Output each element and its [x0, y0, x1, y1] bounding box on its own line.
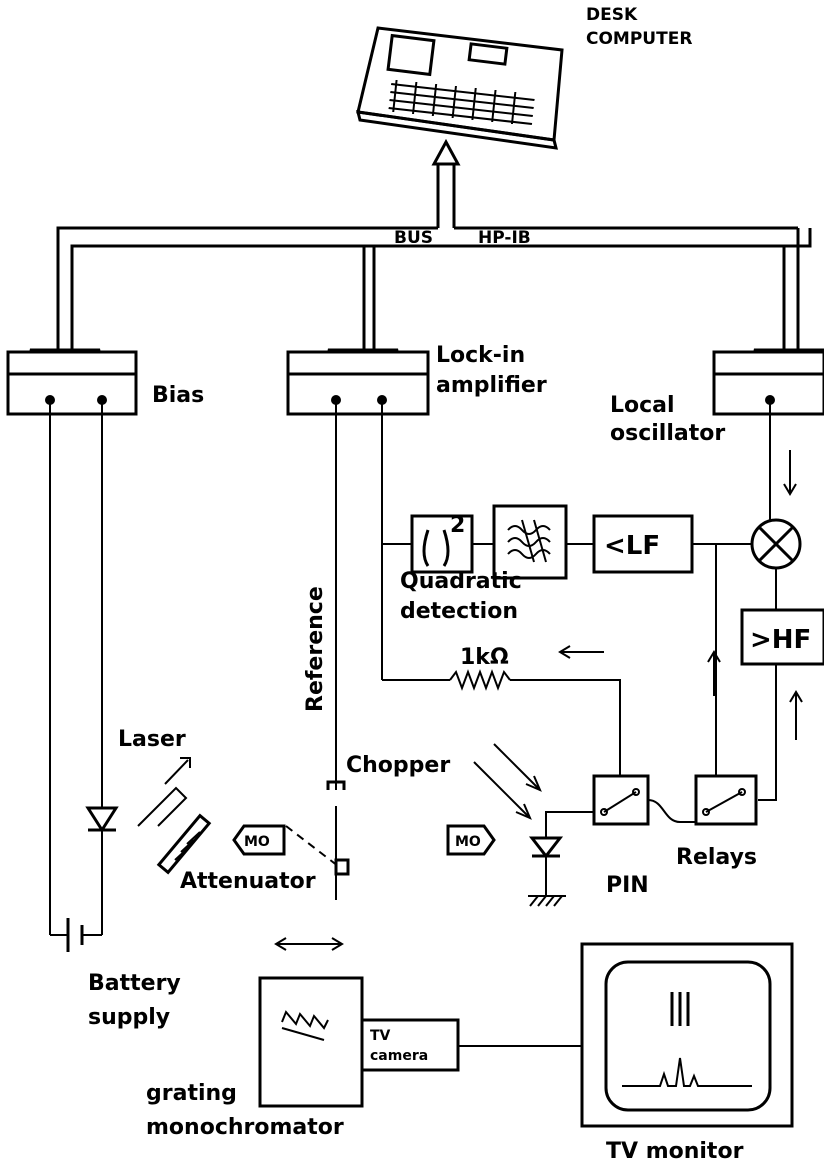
desk-computer-icon [356, 26, 564, 150]
quadratic-label-line1: Quadratic [400, 569, 522, 594]
quadratic-detector-box [410, 514, 474, 574]
pin-label: PIN [606, 873, 649, 898]
pin-wires [545, 811, 594, 896]
grating-label-line2: monochromator [146, 1115, 344, 1140]
computer-label-line2: COMPUTER [586, 29, 692, 49]
lo-arrow [783, 450, 797, 496]
reference-label: Reference [303, 586, 328, 712]
lockin-signal-wire [381, 400, 450, 681]
local-label-line1: Local [610, 393, 675, 418]
lock-in-amplifier-unit [286, 350, 430, 416]
signal-arrow [558, 645, 604, 659]
ground-icon [528, 895, 566, 907]
hpib-label: HP-IB [478, 228, 531, 248]
lockin-label-line1: Lock-in [436, 343, 525, 368]
tv-camera-box [360, 1018, 460, 1072]
attenuator-label: Attenuator [180, 869, 316, 894]
chopper-icon [326, 780, 350, 876]
resistor-icon [449, 669, 511, 691]
grating-monochromator-box [258, 976, 364, 1108]
mo2-label: MO [455, 834, 481, 850]
lf-label: <LF [604, 531, 660, 561]
hp-ib-bus [29, 138, 824, 368]
mo1-label: MO [244, 834, 270, 850]
square-superscript: 2 [450, 513, 465, 538]
grating-label-line1: grating [146, 1081, 237, 1106]
battery-label-line1: Battery [88, 971, 181, 996]
laser-diode-icon [85, 806, 119, 833]
hf-label: >HF [750, 625, 811, 655]
local-label-line2: oscillator [610, 421, 725, 446]
monochromator-move-arrow [274, 937, 344, 951]
quadratic-label-line2: detection [400, 599, 518, 624]
mixer-cross-circle-icon [750, 518, 802, 570]
computer-label-line1: DESK [586, 5, 638, 25]
lockin-label-line2: amplifier [436, 373, 547, 398]
tv-camera-label-line2: camera [370, 1048, 428, 1064]
pin-diode-icon [528, 836, 564, 859]
bias-label: Bias [152, 383, 204, 408]
high-pass-amplifier-box [740, 608, 824, 666]
bus-label: BUS [394, 228, 433, 248]
microscope-objective-2 [446, 824, 496, 856]
relay-switch-icon-1 [592, 774, 650, 826]
tv-monitor-label: TV monitor [606, 1139, 744, 1164]
hf-arrow [789, 690, 803, 740]
attenuator-icon [156, 813, 212, 875]
bias-circuit [49, 400, 103, 935]
relays-label: Relays [676, 845, 757, 870]
bandpass-filter-icon [492, 504, 568, 580]
light-arrows [473, 743, 542, 820]
tv-camera-label-line1: TV [370, 1028, 391, 1044]
laser-beam-arrows [137, 757, 191, 827]
beam-dashed [285, 825, 339, 867]
microscope-objective-1 [232, 824, 286, 856]
battery-label-line2: supply [88, 1005, 170, 1030]
relay-switch-icon-2 [694, 774, 758, 826]
resistor-label: 1kΩ [460, 645, 509, 670]
battery-icon [50, 918, 102, 952]
chopper-label: Chopper [346, 753, 450, 778]
tv-monitor-icon [580, 942, 794, 1128]
bias-unit [6, 350, 138, 416]
relay-arrow [707, 650, 721, 696]
laser-label: Laser [118, 727, 186, 752]
low-pass-filter-box [592, 514, 694, 574]
